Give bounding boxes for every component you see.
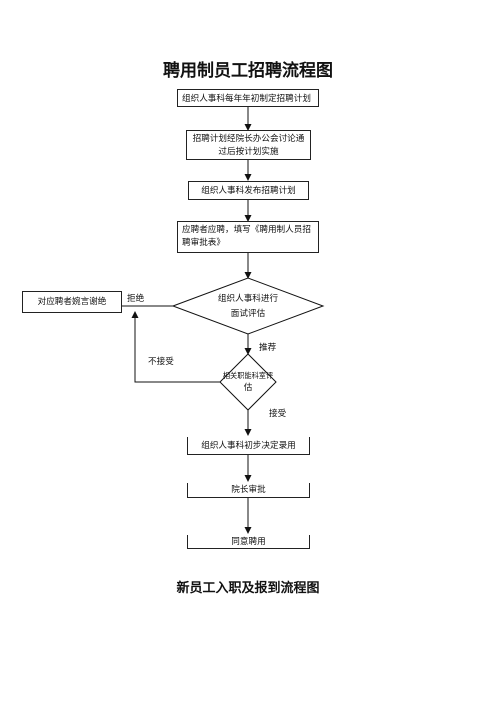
- decision-dept-line2: 估: [243, 383, 253, 393]
- decision-interview-label: 组织人事科进行 面试评估: [198, 292, 298, 322]
- not-accept-loop: [131, 311, 220, 383]
- step-apply-form-line2: 聘审批表》: [182, 238, 225, 248]
- step-agree-hire: 同意聘用: [187, 535, 310, 549]
- page-subtitle: 新员工入职及报到流程图: [176, 581, 320, 596]
- decision-dept-line1: 相关职能科室评: [222, 371, 274, 380]
- step-agree-hire-label: 同意聘用: [231, 537, 266, 547]
- decision-interview-line2: 面试评估: [230, 309, 266, 319]
- edge-label-not-accept: 不接受: [148, 357, 174, 367]
- page-title: 聘用制员工招聘流程图: [163, 61, 333, 81]
- step-plan-approval-line2: 过后按计划实施: [218, 147, 279, 157]
- step-director-approval-label: 院长审批: [231, 485, 266, 495]
- edge-label-reject: 拒绝: [127, 294, 145, 304]
- reject-candidate-box: 对应聘者婉言谢绝: [22, 291, 122, 313]
- step-publish-plan: 组织人事科发布招聘计划: [188, 181, 309, 200]
- decision-dept-label: 相关职能科室评 估: [218, 369, 278, 395]
- step-plan-approval-line1: 招聘计划经院长办公会讨论通: [192, 134, 305, 144]
- decision-diamond-2: [219, 353, 277, 411]
- decision-diamond-1: [171, 277, 325, 335]
- decision-interview-line1: 组织人事科进行: [217, 294, 279, 304]
- step-publish-plan-label: 组织人事科发布招聘计划: [201, 186, 296, 196]
- step-apply-form-line1: 应聘者应聘，填写《聘用制人员招: [182, 225, 311, 235]
- step-initial-hire-label: 组织人事科初步决定录用: [201, 441, 296, 451]
- step-apply-form: 应聘者应聘，填写《聘用制人员招 聘审批表》: [177, 221, 319, 253]
- edge-label-accept: 接受: [269, 409, 287, 419]
- step-initial-hire: 组织人事科初步决定录用: [187, 437, 310, 455]
- step-plan-approval: 招聘计划经院长办公会讨论通 过后按计划实施: [186, 130, 311, 160]
- step-annual-plan: 组织人事科每年年初制定招聘计划: [177, 89, 319, 107]
- edge-label-recommend: 推荐: [259, 343, 277, 353]
- step-director-approval: 院长审批: [187, 483, 310, 498]
- step-annual-plan-label: 组织人事科每年年初制定招聘计划: [182, 94, 311, 104]
- reject-candidate-label: 对应聘者婉言谢绝: [37, 297, 107, 307]
